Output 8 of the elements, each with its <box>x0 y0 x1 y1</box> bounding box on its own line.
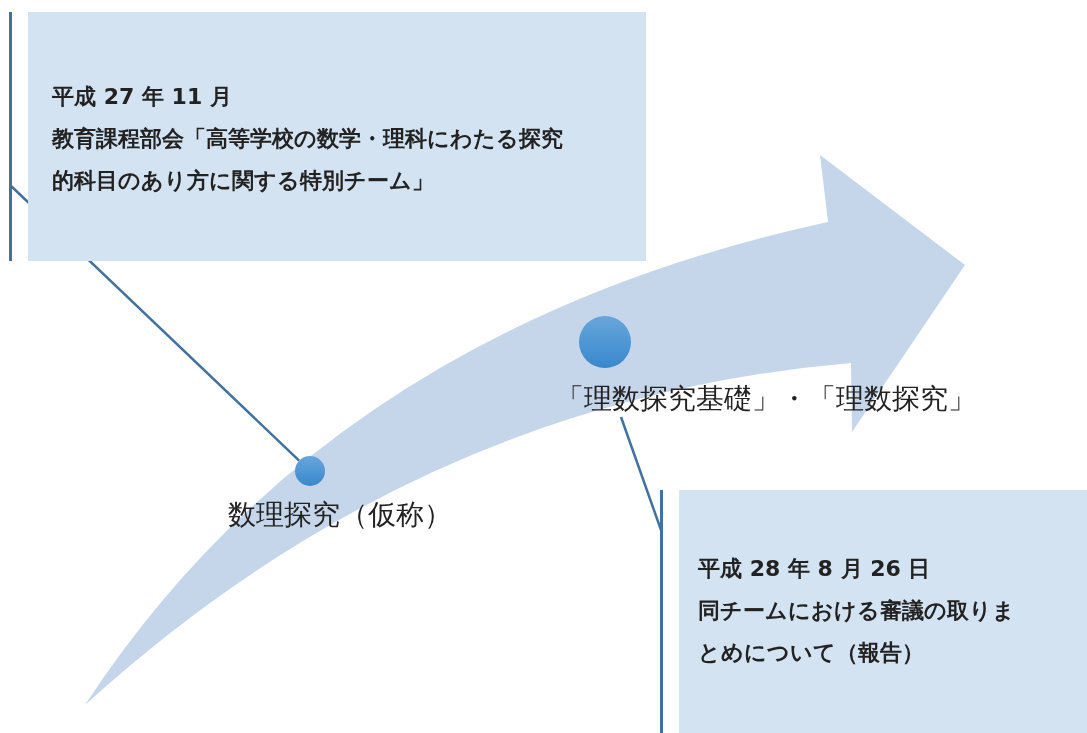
milestone-label: 「理数探究基礎」・「理数探究」 <box>556 381 976 417</box>
date-text: 平成 27 年 11 月 <box>52 83 233 111</box>
callout-box <box>9 12 646 261</box>
description-text: 同チームにおける審議の取りまとめについて（報告） <box>698 597 1016 667</box>
description-text: 教育課程部会「高等学校の数学・理科にわたる探究的科目のあり方に関する特別チーム」 <box>52 125 564 195</box>
callout-box <box>660 490 1087 733</box>
date-text: 平成 28 年 8 月 26 日 <box>698 555 932 583</box>
milestone-label: 数理探究（仮称） <box>228 497 452 533</box>
